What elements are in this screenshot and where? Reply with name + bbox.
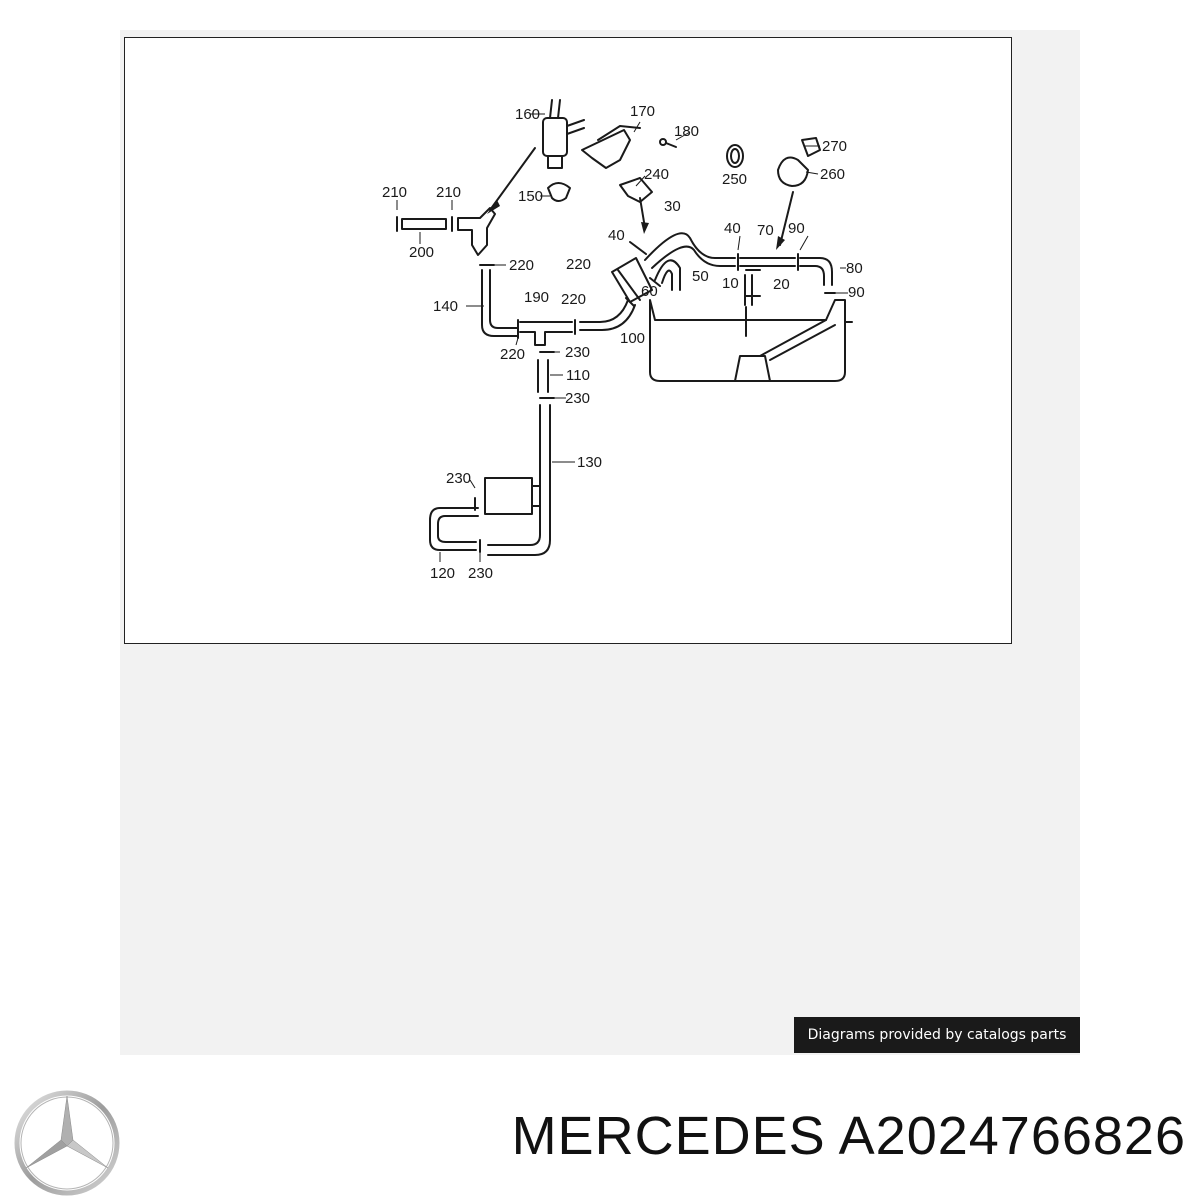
part-label-10: 10	[722, 275, 739, 292]
part-label-230: 230	[565, 390, 590, 407]
product-title: MERCEDES A2024766826	[512, 1105, 1186, 1167]
part-label-70: 70	[757, 222, 774, 239]
part-label-160: 160	[515, 106, 540, 123]
part-label-240: 240	[644, 166, 669, 183]
part-label-110: 110	[566, 367, 590, 384]
part-label-230: 230	[446, 470, 471, 487]
part-number: A2024766826	[838, 1106, 1186, 1166]
part-label-210: 210	[436, 184, 461, 201]
part-label-60: 60	[641, 283, 658, 300]
part-label-140: 140	[433, 298, 458, 315]
part-label-130: 130	[577, 454, 602, 471]
part-label-40: 40	[608, 227, 625, 244]
part-label-80: 80	[846, 260, 863, 277]
part-label-250: 250	[722, 171, 747, 188]
part-label-230: 230	[565, 344, 590, 361]
part-label-200: 200	[409, 244, 434, 261]
part-label-270: 270	[822, 138, 847, 155]
part-label-220: 220	[566, 256, 591, 273]
part-label-150: 150	[518, 188, 543, 205]
part-label-50: 50	[692, 268, 709, 285]
part-label-20: 20	[773, 276, 790, 293]
part-label-220: 220	[500, 346, 525, 363]
part-label-170: 170	[630, 103, 655, 120]
part-label-190: 190	[524, 289, 549, 306]
part-label-30: 30	[664, 198, 681, 215]
mercedes-star-logo	[12, 1088, 122, 1198]
part-label-180: 180	[674, 123, 699, 140]
part-label-90: 90	[788, 220, 805, 237]
part-label-40: 40	[724, 220, 741, 237]
reservoir	[649, 299, 846, 382]
part-label-210: 210	[382, 184, 407, 201]
part-label-260: 260	[820, 166, 845, 183]
part-label-220: 220	[509, 257, 534, 274]
parts-diagram: 160 170 180 150 240 250 270 260 210 210 200 220 30 40…	[124, 37, 1012, 644]
part-label-100: 100	[620, 330, 645, 347]
watermark-label: Diagrams provided by catalogs parts	[794, 1017, 1080, 1053]
part-label-90: 90	[848, 284, 865, 301]
brand-name: MERCEDES	[511, 1106, 826, 1166]
part-label-220: 220	[561, 291, 586, 308]
part-label-230: 230	[468, 565, 493, 582]
part-label-120: 120	[430, 565, 455, 582]
